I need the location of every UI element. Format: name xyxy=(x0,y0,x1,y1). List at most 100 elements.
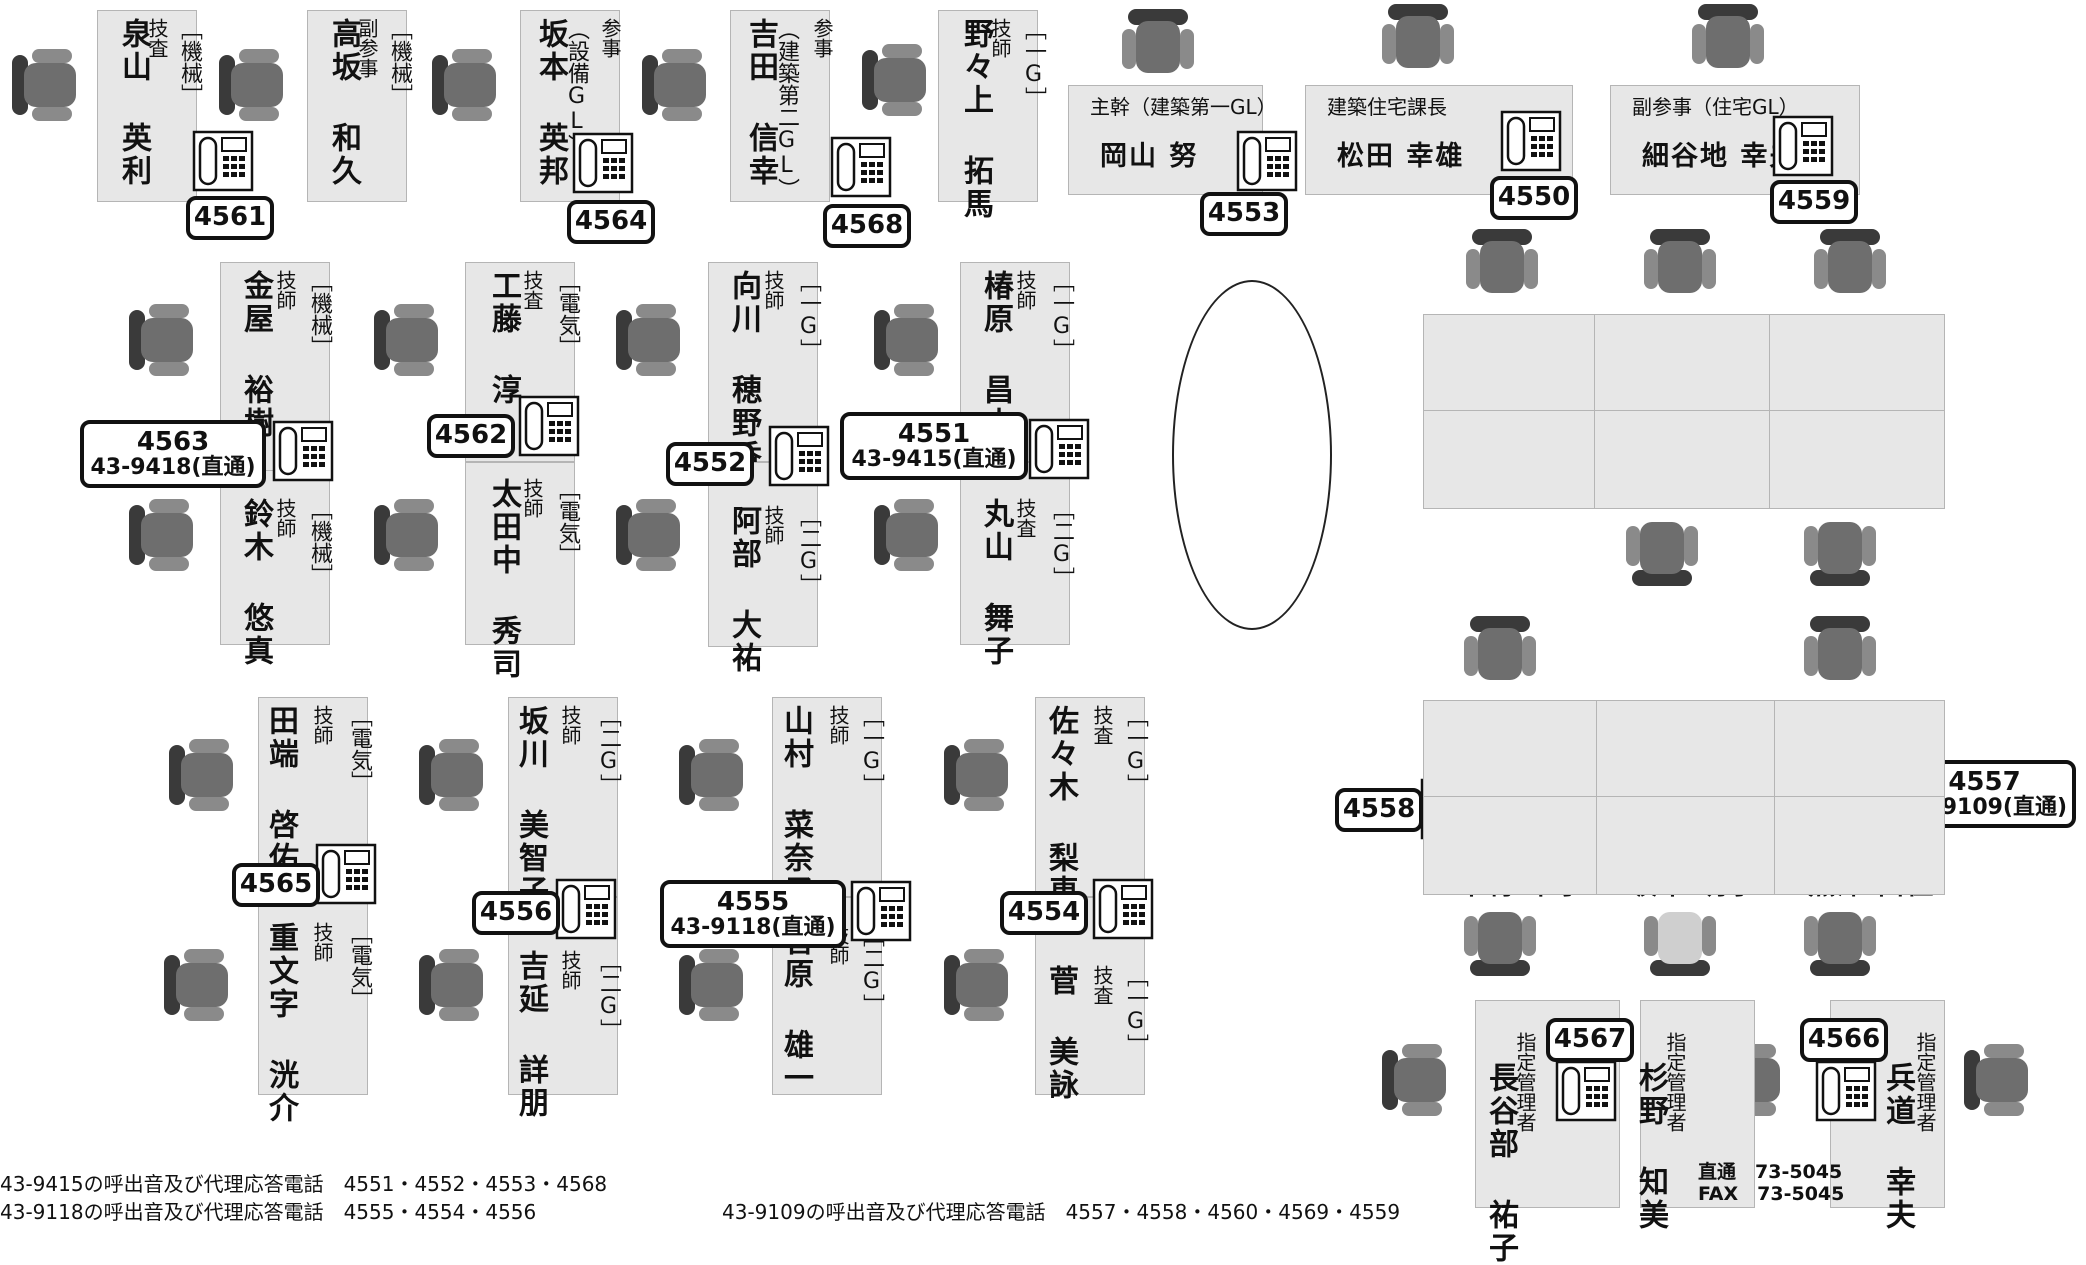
telephone-icon xyxy=(572,132,634,194)
office-chair-icon xyxy=(1800,612,1880,692)
call-forward-note: 43-9118の呼出音及び代理応答電話 4555・4554・4556 xyxy=(0,1200,537,1224)
extension-number: 4562 xyxy=(434,420,508,451)
staff-name: 重文字 洸介 xyxy=(263,922,298,1125)
staff-group: ［電気］ xyxy=(555,270,580,358)
staff-title: 技師 xyxy=(273,498,297,538)
manager-name: 松田 幸雄 xyxy=(1337,141,1465,172)
manager-title: 建築住宅課長 xyxy=(1327,95,1447,119)
staff-title: 技師 xyxy=(761,505,785,545)
staff-name: 丸山 舞子 xyxy=(978,498,1013,668)
extension-label: 4565 xyxy=(232,863,320,907)
telephone-icon xyxy=(1092,878,1154,940)
staff-name: 工藤 淳 xyxy=(486,270,521,407)
reception-title: 指定管理者 xyxy=(1663,1032,1687,1132)
staff-desk xyxy=(1035,697,1145,897)
staff-group: ［二G］ xyxy=(596,705,621,796)
pod-desk-lower xyxy=(1423,700,1945,895)
office-chair-icon xyxy=(1640,900,1720,980)
extension-label: 4568 xyxy=(823,204,911,248)
reception-desk xyxy=(1640,1000,1755,1208)
extension-number: 4559 xyxy=(1777,186,1851,217)
extension-number: 4564 xyxy=(574,206,648,237)
office-chair-icon xyxy=(1800,510,1880,590)
office-chair-icon xyxy=(165,735,245,815)
office-chair-icon xyxy=(1462,225,1542,305)
telephone-icon xyxy=(1555,1060,1617,1122)
staff-group: ［二G］ xyxy=(796,505,821,596)
staff-title: 技師 xyxy=(558,950,582,990)
staff-desk xyxy=(772,697,882,897)
telephone-icon xyxy=(1500,110,1562,172)
extension-number: 4551 xyxy=(897,418,971,449)
extension-number: 4561 xyxy=(193,202,267,233)
office-chair-icon xyxy=(125,300,205,380)
office-chair-icon xyxy=(675,735,755,815)
staff-name: 泉山 英利 xyxy=(116,18,151,188)
telephone-icon xyxy=(192,130,254,192)
staff-name: 佐々木 梨恵 xyxy=(1043,705,1078,908)
telephone-icon xyxy=(555,878,617,940)
staff-name: 坂本 英邦 xyxy=(533,18,568,188)
manager-title: 主幹（建築第一GL） xyxy=(1090,95,1277,119)
extension-label: 4566 xyxy=(1800,1018,1888,1062)
extension-number: 4558 xyxy=(1342,794,1416,825)
staff-title: 技師 xyxy=(761,270,785,310)
staff-name: 吉田 信幸 xyxy=(743,18,778,188)
staff-name: 山村 菜奈子 xyxy=(778,705,813,908)
direct-line-number: 直通 73-5045 xyxy=(1698,1161,1843,1183)
staff-title: 技師 xyxy=(826,705,850,745)
office-chair-icon xyxy=(1810,225,1890,305)
staff-desk xyxy=(258,897,368,1095)
extension-label: 4550 xyxy=(1490,176,1578,220)
office-chair-icon xyxy=(1640,225,1720,305)
staff-desk xyxy=(960,462,1070,645)
staff-title: 技師 xyxy=(310,922,334,962)
staff-desk xyxy=(508,697,618,897)
extension-number: 4552 xyxy=(673,448,747,479)
staff-group: ［二G］ xyxy=(1049,498,1074,589)
office-chair-icon xyxy=(415,945,495,1025)
staff-name: 太田中 秀司 xyxy=(486,478,521,681)
staff-group: ［機械］ xyxy=(177,18,202,106)
extension-label: 4562 xyxy=(427,414,515,458)
telephone-icon xyxy=(315,843,377,905)
telephone-icon xyxy=(850,880,912,942)
extension-label: 4558 xyxy=(1335,788,1423,832)
manager-name: 岡山 努 xyxy=(1100,141,1199,172)
staff-desk xyxy=(730,10,830,202)
office-chair-icon xyxy=(1460,612,1540,692)
office-chair-icon xyxy=(1800,900,1880,980)
extension-number: 4555 xyxy=(716,886,790,917)
call-forward-note: 43-9415の呼出音及び代理応答電話 4551・4552・4553・4568 xyxy=(0,1172,608,1196)
staff-name: 鈴木 悠真 xyxy=(238,498,273,668)
telephone-icon xyxy=(1772,115,1834,177)
reception-name: 兵道 幸夫 xyxy=(1880,1062,1915,1232)
extension-label: 4553 xyxy=(1200,192,1288,236)
staff-title: 技師 xyxy=(558,705,582,745)
staff-title: 副参事 xyxy=(355,18,379,78)
staff-name: 野々上 拓馬 xyxy=(958,18,993,221)
staff-name: 田端 啓佑 xyxy=(263,705,298,875)
office-chair-icon xyxy=(160,945,240,1025)
extension-label: 4554 xyxy=(1000,891,1088,935)
office-chair-icon xyxy=(1622,510,1702,590)
staff-group: ［電気］ xyxy=(347,922,372,1010)
staff-group: ［機械］ xyxy=(307,498,332,586)
office-chair-icon xyxy=(1378,1040,1458,1120)
staff-group: （建築第二GL） xyxy=(774,18,799,200)
staff-name: 椿原 昌史 xyxy=(978,270,1013,440)
staff-group: ［一G］ xyxy=(796,270,821,361)
telephone-icon xyxy=(1028,418,1090,480)
fax-number: FAX 73-5045 xyxy=(1698,1182,1845,1205)
manager-name: 細谷地 幸夫 xyxy=(1642,141,1799,172)
telephone-icon xyxy=(272,420,334,482)
reception-title: 指定管理者 xyxy=(1513,1032,1537,1132)
staff-name: 菅 美詠 xyxy=(1043,965,1078,1102)
staff-title: 技師 xyxy=(1013,270,1037,310)
office-chair-icon xyxy=(215,45,295,125)
telephone-icon xyxy=(1815,1060,1877,1122)
staff-desk xyxy=(708,462,818,647)
office-chair-icon xyxy=(1378,0,1458,80)
staff-title: 技査 xyxy=(145,18,169,58)
